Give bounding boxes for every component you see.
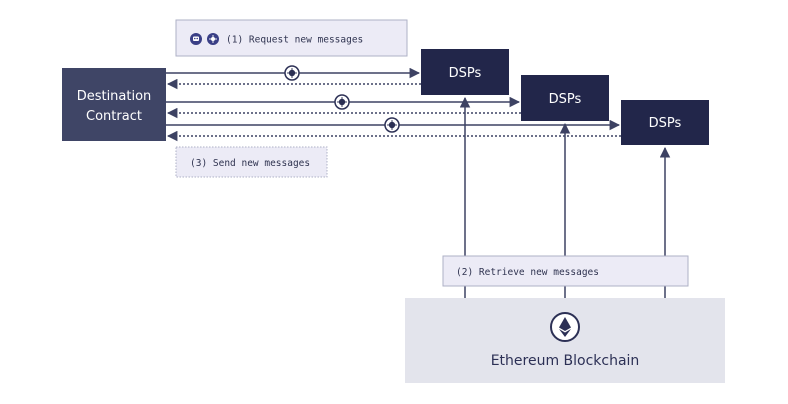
request-step-text: (1) Request new messages (226, 35, 363, 46)
network-node-icon (284, 65, 300, 81)
destination-contract-node: Destination Contract (62, 68, 166, 141)
retrieve-step-text: (2) Retrieve new messages (456, 267, 599, 278)
destination-contract-line2: Contract (86, 109, 142, 124)
dsp-node-2: DSPs (521, 75, 609, 121)
ethereum-blockchain-node: Ethereum Blockchain (405, 298, 725, 383)
dsp-1-label: DSPs (449, 66, 482, 81)
request-step-label: (1) Request new messages (175, 19, 408, 57)
ethereum-blockchain-label: Ethereum Blockchain (491, 353, 640, 369)
dsp-2-label: DSPs (549, 92, 582, 107)
dsp-node-1: DSPs (421, 49, 509, 95)
network-node-icon (334, 94, 350, 110)
dsp-3-label: DSPs (649, 116, 682, 131)
ethereum-icon (550, 312, 580, 342)
send-step-text: (3) Send new messages (190, 158, 310, 169)
send-step-label: (3) Send new messages (175, 146, 328, 178)
network-node-icon (207, 33, 219, 45)
robot-icon (190, 33, 202, 45)
retrieve-step-label: (2) Retrieve new messages (442, 255, 689, 287)
dsp-node-3: DSPs (621, 100, 709, 145)
destination-contract-line1: Destination (77, 89, 152, 104)
network-node-icon (384, 117, 400, 133)
